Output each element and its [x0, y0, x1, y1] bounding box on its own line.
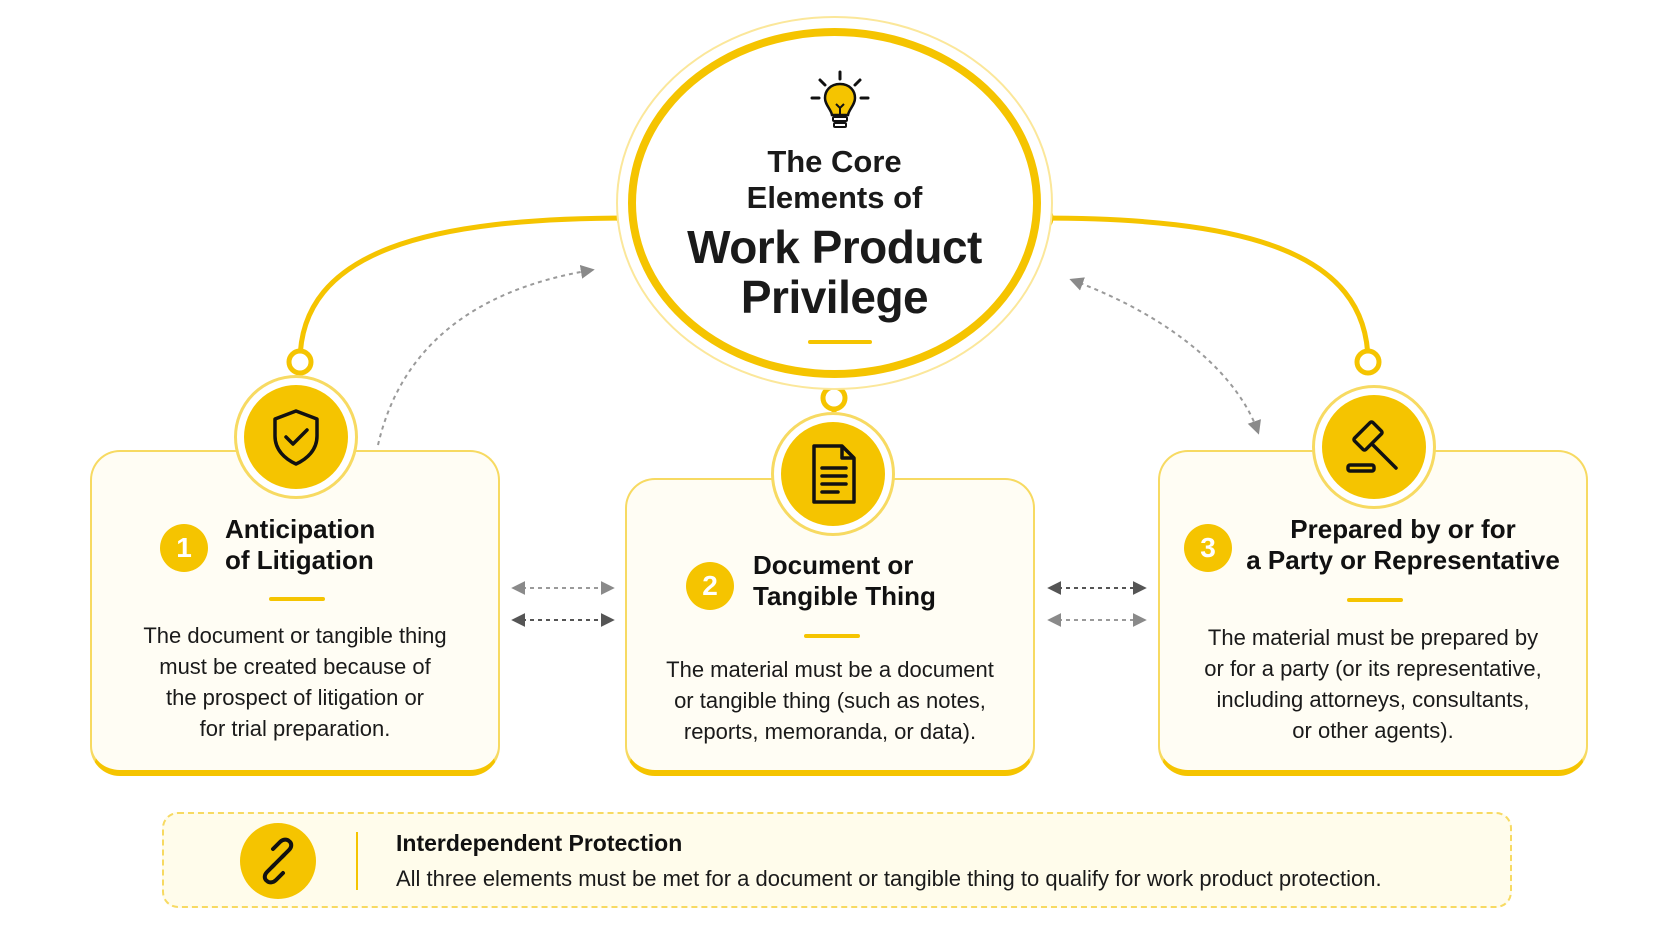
- link-icon: [262, 837, 294, 885]
- node-right-badge: [1354, 348, 1382, 376]
- lightbulb-icon: [810, 70, 870, 128]
- element-body-2: The material must be a document or tangi…: [666, 657, 994, 744]
- central-title-circle: The Core Elements of Work Product Privil…: [628, 28, 1041, 378]
- element-number-2: 2: [686, 562, 734, 610]
- hub-title-line1: The Core Elements of: [746, 144, 923, 215]
- banner-text: All three elements must be met for a doc…: [396, 866, 1382, 891]
- banner-title: Interdependent Protection: [396, 830, 683, 856]
- element-divider-2: [804, 634, 860, 638]
- node-center-badge: [820, 384, 848, 412]
- document-badge: [771, 412, 895, 536]
- element-body-3: The material must be prepared by or for …: [1204, 625, 1542, 743]
- right-connector-arc: [1039, 215, 1371, 363]
- element-title-3: Prepared by or for a Party or Representa…: [1246, 514, 1560, 575]
- interdependent-protection-banner: Interdependent Protection All three elem…: [162, 812, 1512, 908]
- gavel-badge: [1312, 385, 1436, 509]
- element-number-3: 3: [1184, 524, 1232, 572]
- element-card-2: 2 Document or Tangible Thing The materia…: [625, 478, 1035, 776]
- element-body-1: The document or tangible thing must be c…: [143, 623, 447, 741]
- element-card-1: 1 Anticipation of Litigation The documen…: [90, 450, 500, 776]
- gavel-icon: [1346, 420, 1398, 473]
- dotted-arrow-left: [377, 264, 595, 446]
- node-left-badge: [286, 348, 314, 376]
- element-title-1: Anticipation of Litigation: [225, 514, 376, 575]
- banner-divider: [356, 832, 358, 890]
- element-divider-1: [269, 597, 325, 601]
- document-icon: [812, 444, 856, 504]
- link-badge: [240, 823, 316, 899]
- element-number-1: 1: [160, 524, 208, 572]
- dotted-arrow-right: [1069, 277, 1261, 435]
- left-connector-arc: [297, 215, 631, 363]
- hub-underline: [808, 340, 872, 344]
- shield-check-icon: [273, 409, 319, 466]
- hub-title-main: Work Product Privilege: [687, 221, 982, 323]
- element-title-2: Document or Tangible Thing: [753, 550, 936, 611]
- shield-check-badge: [234, 375, 358, 499]
- element-divider-3: [1347, 598, 1403, 602]
